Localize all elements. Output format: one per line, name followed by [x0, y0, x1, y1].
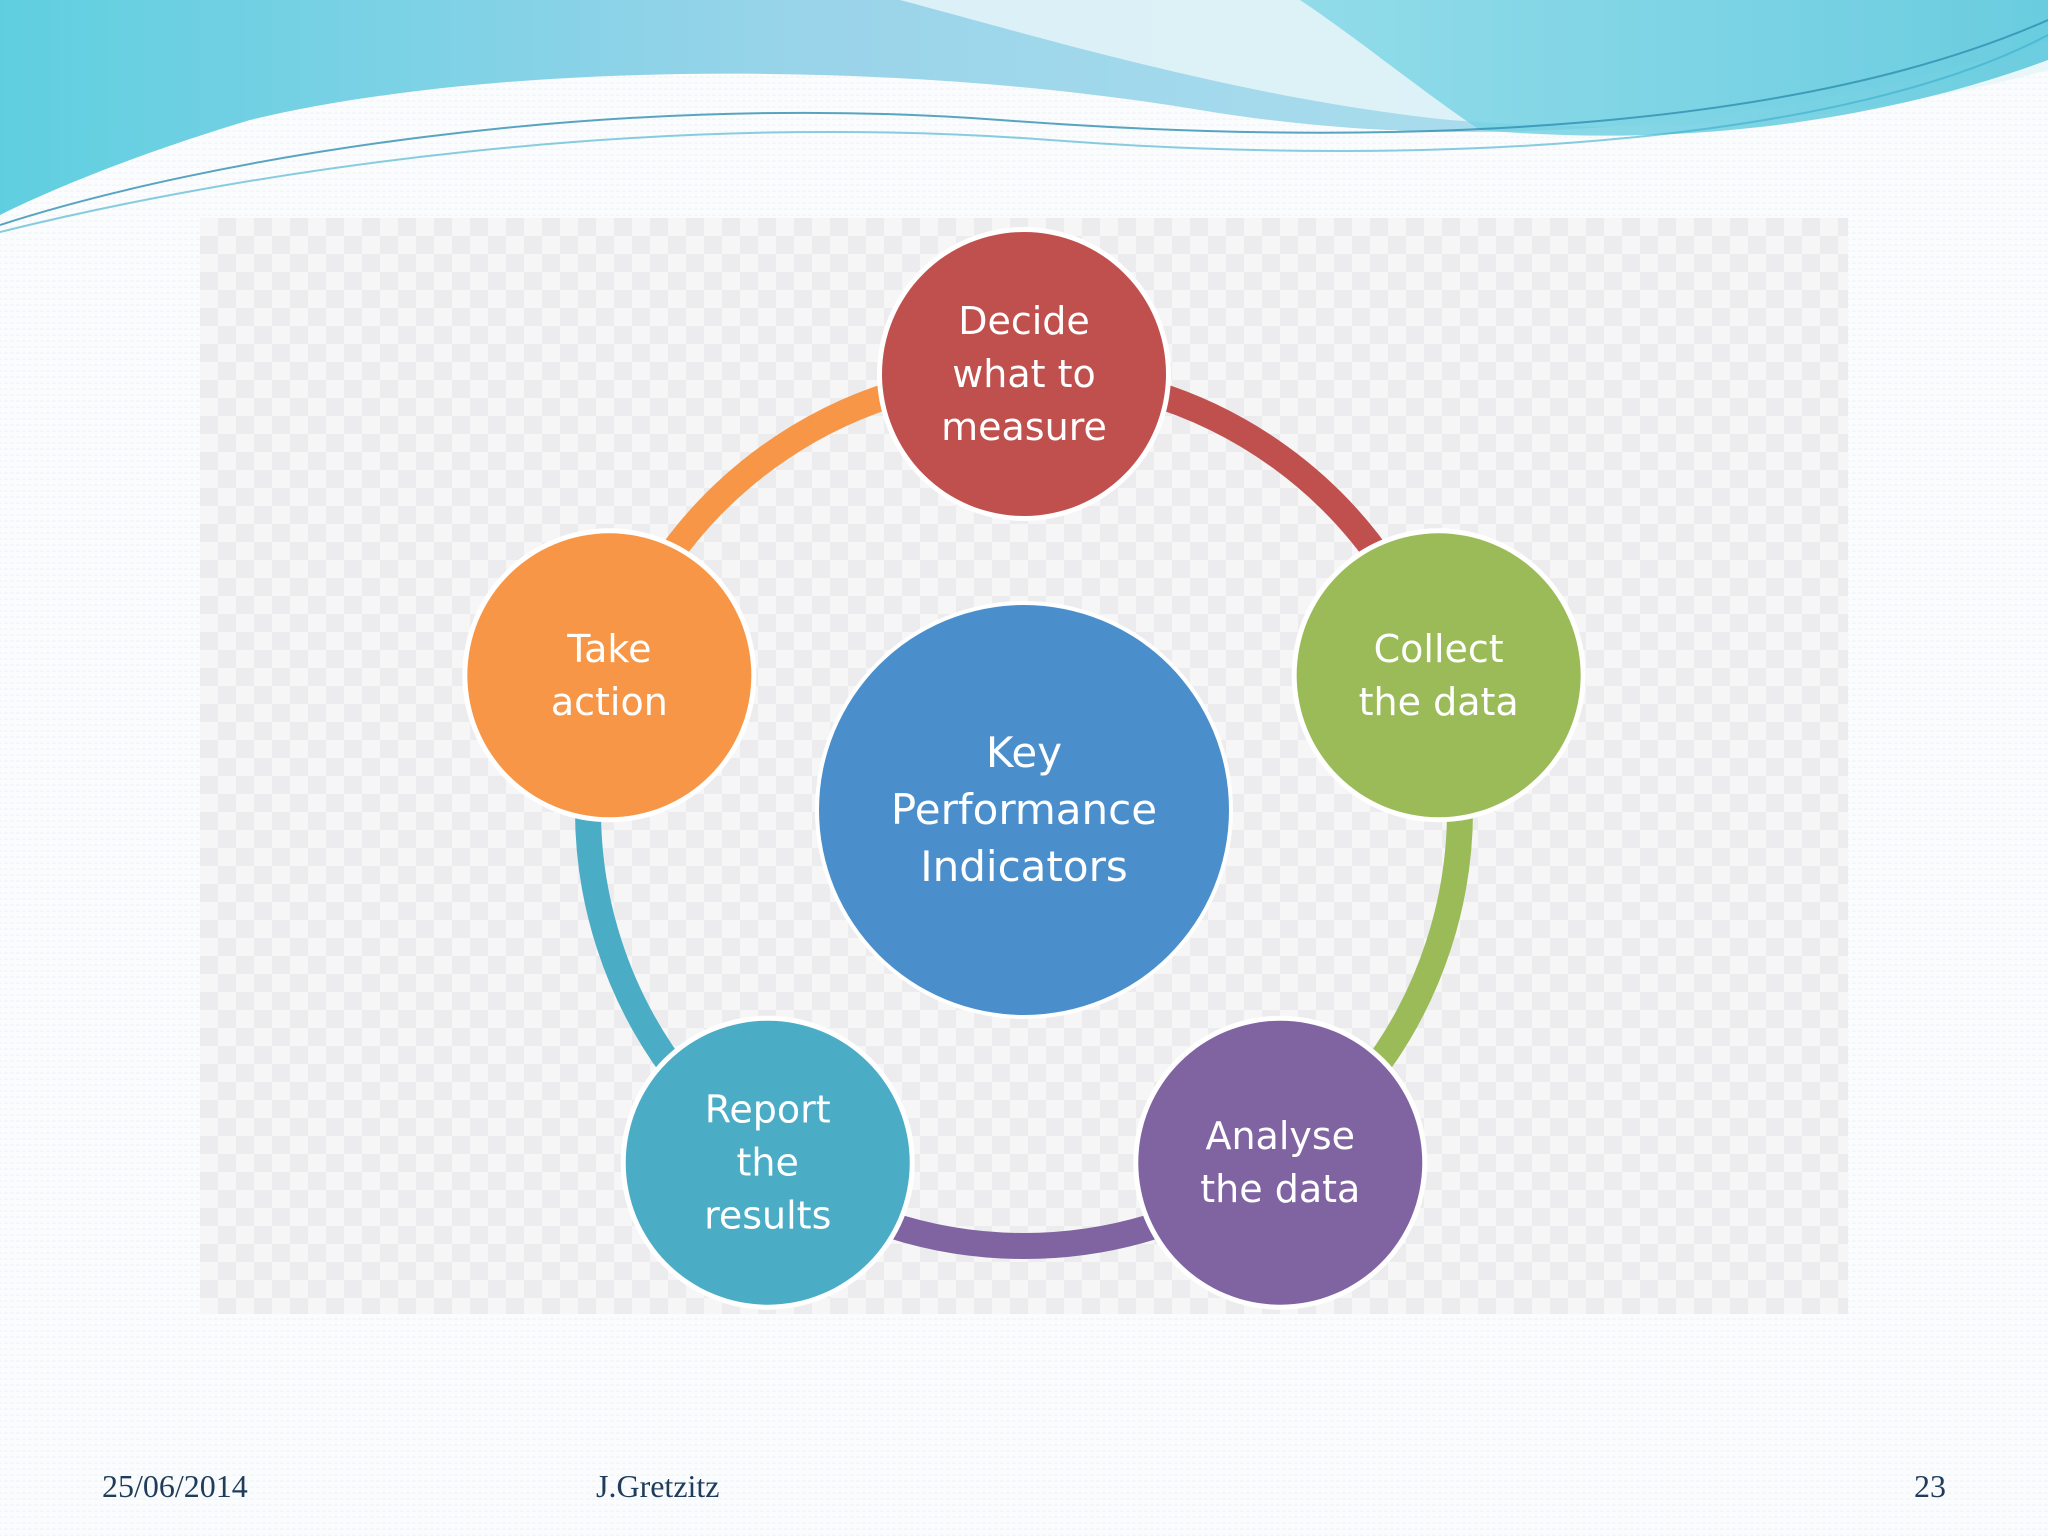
node-decide: Decide what to measure: [877, 227, 1171, 521]
node-collect-circle: [1296, 533, 1581, 818]
footer-page-number: 23: [1914, 1468, 1946, 1504]
footer-author: J.Gretzitz: [596, 1468, 720, 1504]
node-analyse: Analyse the data: [1133, 1015, 1428, 1310]
footer-date: 25/06/2014: [102, 1468, 248, 1504]
node-collect-label: Collect: [1374, 627, 1504, 671]
node-take-action-label: action: [551, 680, 668, 724]
arc-take-action: [649, 377, 912, 577]
node-report-circle: [625, 1020, 910, 1305]
node-collect-label: the data: [1359, 680, 1519, 724]
node-decide-circle: [882, 232, 1166, 516]
arc-collect: [1354, 790, 1473, 1090]
node-decide-label: what to: [952, 352, 1096, 396]
center-node-circle: [819, 605, 1229, 1015]
center-node-label: Indicators: [920, 842, 1127, 891]
node-report-label: Report: [705, 1088, 831, 1132]
node-decide-label: measure: [941, 405, 1107, 449]
node-analyse-label: Analyse: [1205, 1114, 1355, 1158]
node-report-label: results: [704, 1194, 831, 1238]
center-node-label: Performance: [891, 785, 1157, 834]
node-report-label: the: [737, 1141, 799, 1185]
cycle-arcs: [575, 377, 1473, 1259]
header-wave-decoration: [0, 0, 2048, 233]
arc-decide: [1136, 377, 1399, 577]
node-take-action: Take action: [462, 528, 757, 823]
node-take-action-circle: [467, 533, 752, 818]
node-collect: Collect the data: [1291, 528, 1586, 823]
arc-analyse: [866, 1206, 1182, 1259]
center-node-label: Key: [986, 728, 1062, 777]
arc-report: [575, 790, 694, 1090]
node-take-action-label: Take: [566, 627, 651, 671]
node-analyse-circle: [1138, 1020, 1423, 1305]
node-decide-label: Decide: [958, 299, 1090, 343]
node-report: Report the results: [620, 1015, 915, 1310]
node-analyse-label: the data: [1200, 1167, 1360, 1211]
